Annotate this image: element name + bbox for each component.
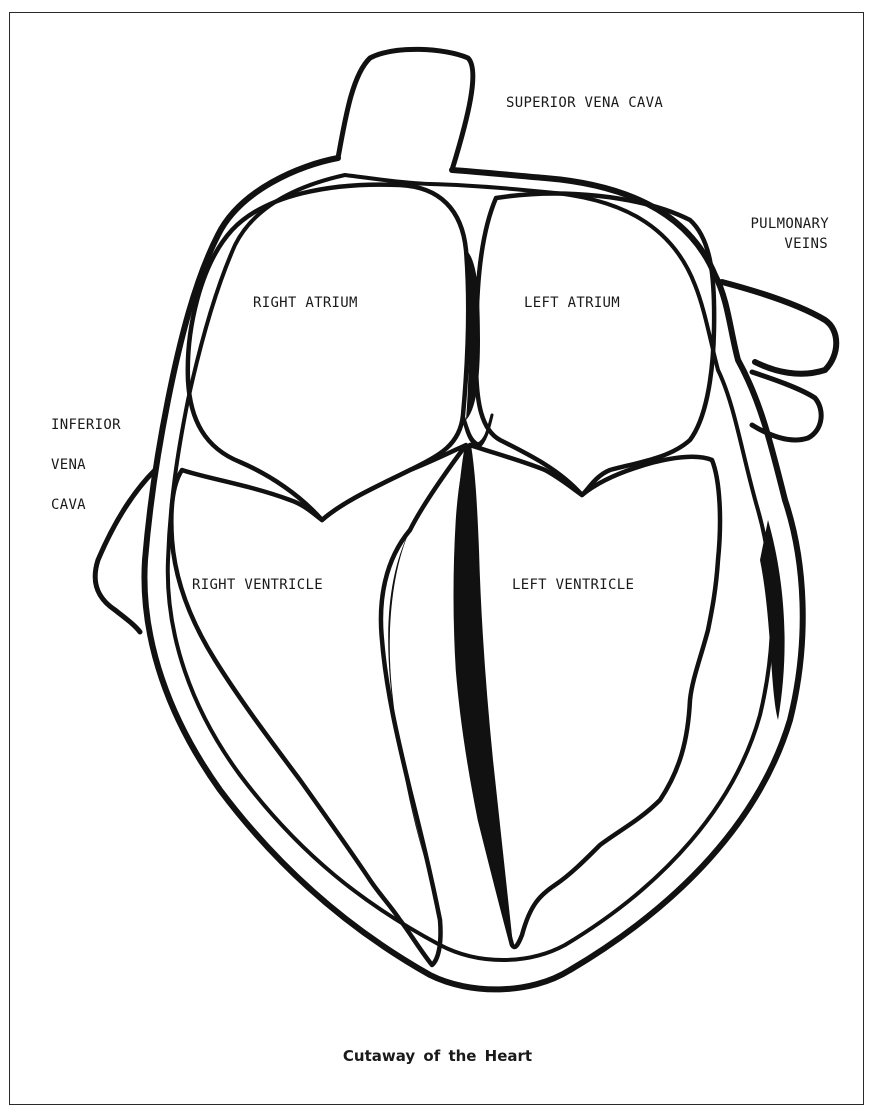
right-ventricle-chamber bbox=[171, 445, 466, 965]
label-inferior-vena-cava-line2: VENA bbox=[51, 458, 86, 472]
interventricular-septum bbox=[457, 445, 512, 945]
right-atrium-chamber bbox=[188, 185, 468, 520]
superior-vena-cava-shape bbox=[338, 49, 473, 170]
label-pulmonary-veins-line2: VEINS bbox=[784, 237, 828, 251]
label-pulmonary-veins-line1: PULMONARY bbox=[750, 217, 829, 231]
left-atrium-chamber bbox=[476, 194, 714, 495]
label-superior-vena-cava: SUPERIOR VENA CAVA bbox=[506, 96, 663, 110]
atrioventricular-junction bbox=[463, 415, 492, 448]
septal-shading bbox=[388, 530, 425, 860]
label-right-ventricle: RIGHT VENTRICLE bbox=[192, 578, 323, 592]
label-left-ventricle: LEFT VENTRICLE bbox=[512, 578, 634, 592]
label-inferior-vena-cava-line1: INFERIOR bbox=[51, 418, 121, 432]
pulmonary-vein-lower bbox=[752, 372, 821, 440]
label-inferior-vena-cava-line3: CAVA bbox=[51, 498, 86, 512]
label-right-atrium: RIGHT ATRIUM bbox=[253, 296, 358, 310]
label-left-atrium: LEFT ATRIUM bbox=[524, 296, 620, 310]
diagram-caption: Cutaway of the Heart bbox=[0, 1047, 875, 1065]
